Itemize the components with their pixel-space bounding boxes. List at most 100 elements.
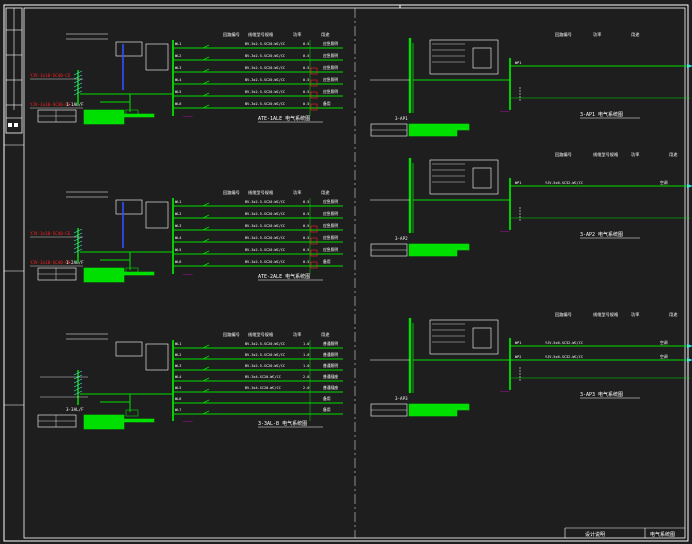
dot [519,367,521,369]
column-header: 用途 [669,311,678,318]
incoming-feeder-label-red: YJV-3x10-SC40-CE [30,73,71,78]
feeder-arrow [687,184,692,188]
feeder-use: 应急照明 [323,89,338,94]
feeder-use: 应急照明 [323,199,338,204]
feeder-cable: BV-3x2.5-SC20-WC/CC [245,342,285,346]
feeder-kw: 0.5 [303,90,309,94]
feeder-cable: BV-3x2.5-SC20-WC/CC [245,260,285,264]
breaker-symbol [202,377,210,382]
green-fill-bar-small [123,271,155,276]
feeder-kw: 1.0 [303,353,309,357]
red-mark [310,249,318,257]
dot [519,213,521,215]
red-mark [310,225,318,233]
panel-title: 3-AP1 电气系统图 [580,111,623,118]
panel-p1: YJV-3x10-SC40-CEYJV-3x10-SC40-CE回路编号线缆型号… [30,31,343,125]
dot [519,87,521,89]
feeder-cable: BV-3x2.5-SC20-WC/CC [245,200,285,204]
spd-hatch [73,228,83,234]
feeder-circuit: WL1 [175,200,181,204]
feeder-arrow [687,358,692,362]
bus-footnote [173,121,177,125]
spd-hatch [73,74,83,80]
panels-layer: YJV-3x10-SC40-CEYJV-3x10-SC40-CE回路编号线缆型号… [30,31,692,430]
feeder-circuit: WP1 [515,181,521,185]
panel-title: 3-3AL-B 电气系统图 [258,420,307,427]
breaker-symbol [202,262,210,267]
feeder-cable: BV-3x4-SC20-WC/CC [245,386,281,390]
feeder-cable: BV-3x2.5-SC20-WC/CC [245,78,285,82]
feeder-circuit: WL2 [175,353,181,357]
feeder-use: 应急照明 [323,235,338,240]
feeder-kw: 1.0 [303,342,309,346]
feeder-use: 应急照明 [323,211,338,216]
breaker-symbol [202,56,210,61]
feeder-use: 应急照明 [323,41,338,46]
green-fill-bar [83,414,125,430]
dot [519,379,521,381]
column-header: 回路编号 [555,31,572,38]
column-header: 用途 [321,331,330,338]
feeder-cable: BV-3x2.5-SC20-WC/CC [245,90,285,94]
dot [519,90,521,92]
feeder-use: 备用 [323,101,331,106]
binding-strip [4,7,24,406]
dot [519,376,521,378]
breaker-symbol [202,410,210,415]
magenta-label: ———— [500,389,510,394]
breaker-symbol [202,355,210,360]
feeder-circuit: WP2 [515,355,521,359]
spd-hatch [73,378,83,384]
breaker-symbol [202,202,210,207]
column-header: 功率 [293,331,301,338]
feeder-cable: YJV-5x6-SC32-WC/CC [545,341,583,345]
column-header: 线缆型号规格 [248,31,274,38]
breaker-symbol [202,238,210,243]
feeder-circuit: WL2 [175,212,181,216]
feeder-use: 普通照明 [323,363,338,368]
feeder-cable: BV-3x2.5-SC20-WC/CC [245,102,285,106]
feeder-kw: 2.0 [303,375,309,379]
dot [519,373,521,375]
feeder-kw: 2.0 [303,386,309,390]
title-block-right: 电气系统图 [650,531,675,538]
feeder-circuit: WL4 [175,78,181,82]
feeder-arrow [687,344,692,348]
dot [519,216,521,218]
panel-title: 3-AP2 电气系统图 [580,231,623,238]
green-fill-bar [408,403,470,411]
incoming-feeder-label-red: YJV-3x10-SC40-CE [30,231,71,236]
panel-title: ATE-1ALE 电气系统图 [258,115,310,122]
magenta-label: ———— [500,229,510,234]
feeder-kw: 0.5 [303,236,309,240]
dot [519,210,521,212]
spd-hatch [73,390,83,396]
bus-footnote [173,426,177,430]
feeder-use: 空调 [660,354,668,359]
ats-box [145,343,169,371]
breaker-symbol [202,92,210,97]
green-fill-bar [408,123,470,131]
column-header: 功率 [293,189,301,196]
feeder-circuit: WL5 [175,386,181,390]
spd-hatch [73,382,83,388]
feeder-cable: BV-3x4-SC20-WC/CC [245,375,281,379]
spd-hatch [73,244,83,250]
feeder-circuit: WL4 [175,236,181,240]
feeder-circuit: WL3 [175,224,181,228]
spd-hatch [73,70,83,76]
column-header: 回路编号 [223,31,240,38]
switch-group-box [429,319,499,355]
incoming-switch-box [115,41,143,57]
incoming-feeder-label-red: YJV-3x10-SC40-CE [30,260,71,265]
feeder-use: 应急照明 [323,223,338,228]
column-header: 线缆型号规格 [248,189,274,196]
ats-box [472,327,492,349]
column-header: 线缆型号规格 [593,311,619,318]
column-header: 功率 [593,31,601,38]
feeder-circuit: WP1 [515,61,521,65]
column-header: 回路编号 [555,311,572,318]
cabinet-label: 3-AP1 [395,116,408,121]
